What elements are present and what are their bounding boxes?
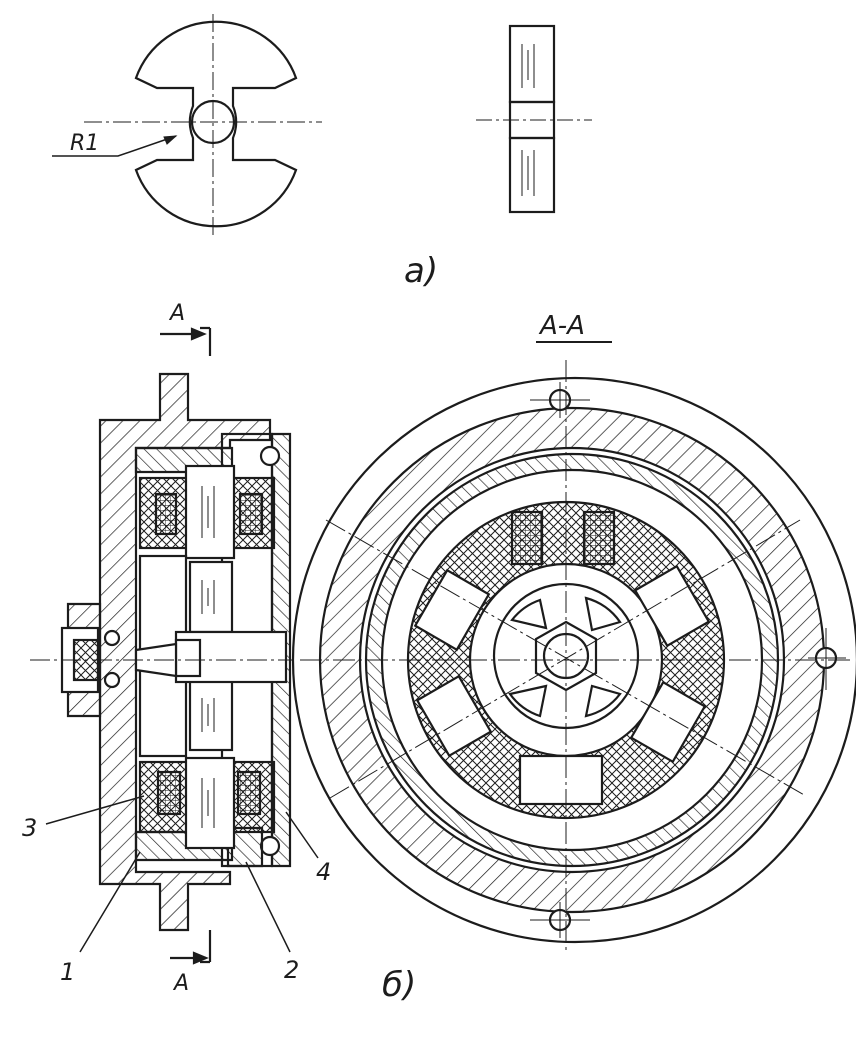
cross-section-axes (300, 360, 850, 950)
callout-4: 4 (316, 858, 331, 886)
leader-1 (79, 851, 141, 953)
callout-1: 1 (60, 958, 75, 986)
section-letter-bottom: A (172, 971, 189, 996)
pole-top (184, 464, 236, 560)
bearing-ball-bottom (103, 671, 121, 689)
caption-b: б) (382, 965, 416, 1005)
callout-2: 2 (284, 956, 299, 984)
winding-bottom-left-core (156, 770, 182, 816)
r1-leader-line (52, 135, 177, 157)
pole-bottom (184, 756, 236, 850)
r1-arrowhead (163, 135, 178, 145)
winding-bottom-right-core (236, 770, 262, 816)
shaft-collar (174, 638, 202, 678)
pole-mid-bottom (188, 678, 234, 752)
motor-side-section (30, 326, 300, 965)
magnet-pole-5 (518, 754, 604, 806)
magnet-poles (413, 564, 711, 806)
part-a-views (52, 14, 592, 236)
plate-side-lower (508, 136, 556, 214)
slot-winding-1 (510, 510, 544, 566)
section-letter-top: A (168, 301, 185, 326)
rotor-arm-right (584, 596, 622, 632)
magnet-pole-4 (629, 680, 707, 764)
bearing-ball-top (103, 629, 121, 647)
winding-top-right-core (238, 492, 264, 536)
rotor-plate-front-view (52, 14, 322, 236)
section-marker-bottom-arrow (192, 951, 209, 965)
pole-ticks (201, 486, 215, 828)
callout-3: 3 (22, 814, 37, 842)
rotor-plate-outline (134, 20, 298, 228)
plate-side-upper (508, 24, 556, 104)
end-screw-top (259, 445, 281, 467)
callout-leaders (45, 795, 319, 953)
leader-4 (285, 811, 319, 859)
hole-centre-marks (530, 382, 846, 938)
caption-a: а) (404, 251, 438, 291)
rotor-arm-bottom-right (584, 684, 622, 718)
slot-winding-2 (582, 510, 616, 566)
plate-side-ticks (521, 44, 535, 196)
rotor-arm-bottom-left (508, 684, 548, 718)
rotor-arm-left (510, 598, 548, 630)
motor-cross-section (291, 360, 856, 950)
pole-mid-top (188, 560, 234, 634)
magnet-pole-1 (413, 568, 491, 652)
leader-3 (45, 795, 145, 825)
r1-label: R1 (70, 131, 99, 156)
magnet-pole-3 (415, 674, 493, 758)
rotor-plate-side-view (476, 24, 592, 214)
section-title: A-A (538, 311, 585, 341)
winding-top-left-core (154, 492, 178, 536)
end-screw-bottom (259, 835, 281, 857)
magnet-pole-2 (633, 564, 711, 648)
section-marker-top-arrow (190, 327, 207, 341)
leader-2 (245, 861, 291, 953)
